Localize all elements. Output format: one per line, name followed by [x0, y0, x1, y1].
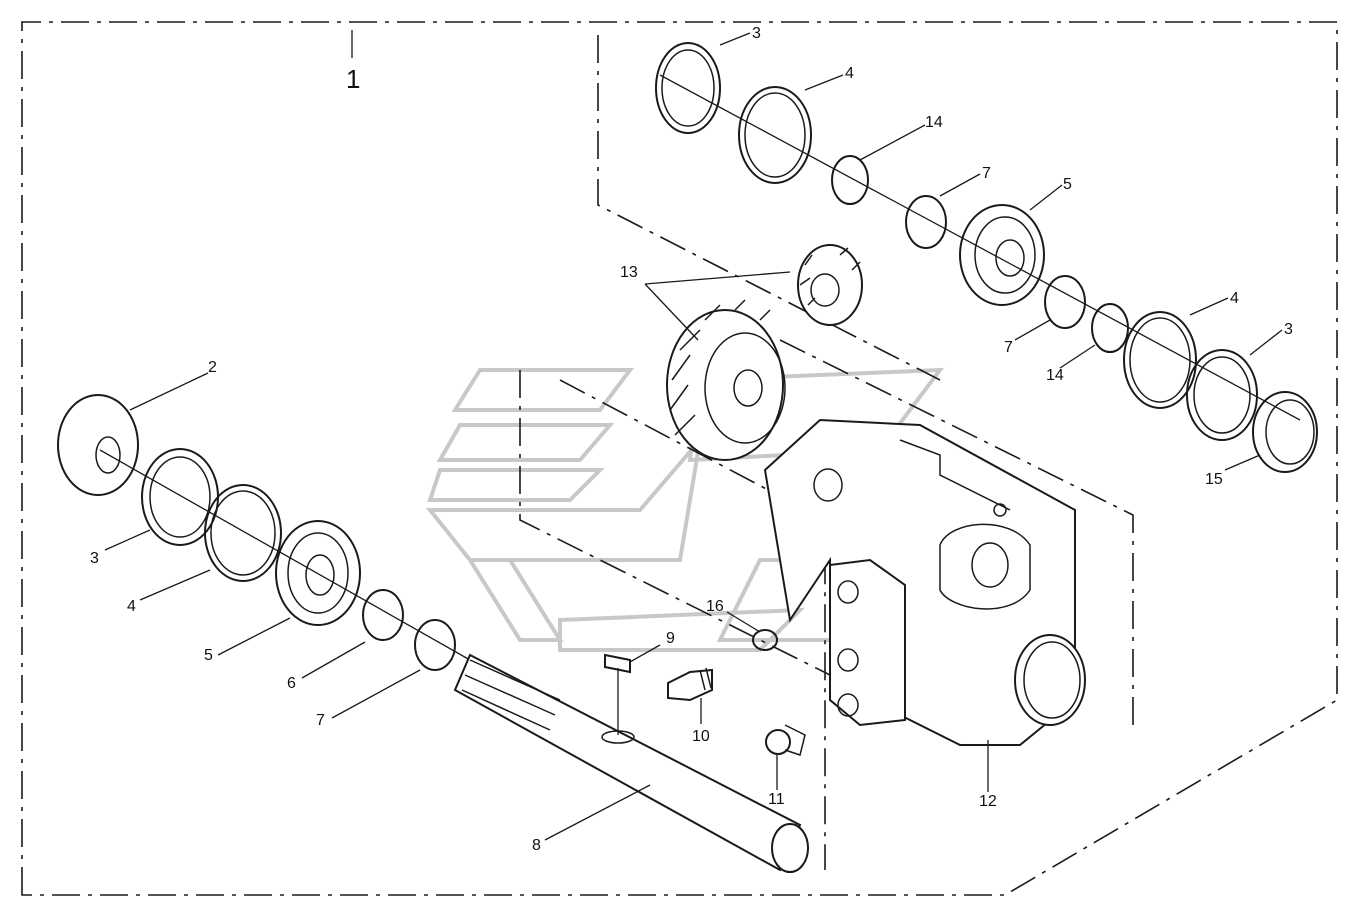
callout-13: 13 — [620, 264, 638, 281]
right-stack-axis — [659, 74, 1301, 421]
shim-ring-7-left — [414, 619, 456, 671]
callout-3-left: 3 — [90, 550, 99, 567]
bevel-gear-13-small — [797, 244, 863, 326]
callout-5-left: 5 — [204, 647, 213, 664]
shim-ring-4-top — [738, 86, 812, 184]
assembly-boundary — [21, 21, 1338, 896]
callout-12: 12 — [979, 793, 997, 810]
callout-4-top: 4 — [845, 65, 854, 82]
shim-ring-7-right — [1044, 275, 1086, 329]
callout-7-left: 7 — [316, 712, 325, 729]
seal-ring-16 — [752, 629, 778, 651]
callout-4-left: 4 — [127, 598, 136, 615]
drain-plug-11 — [765, 724, 806, 756]
bearing-5-right — [959, 204, 1045, 306]
callout-14-right: 14 — [1046, 367, 1064, 384]
callout-16: 16 — [706, 598, 724, 615]
left-stack-axis — [99, 449, 471, 661]
key-9 — [604, 653, 631, 735]
callout-8: 8 — [532, 837, 541, 854]
callout-6: 6 — [287, 675, 296, 692]
callout-10: 10 — [692, 728, 710, 745]
callout-leaders — [104, 32, 1283, 841]
group-number-label: 1 — [346, 64, 360, 94]
breather-plug-10 — [667, 667, 713, 702]
circlip-3-left — [141, 448, 219, 546]
circlip-3-right — [1186, 349, 1258, 441]
circlip-3-top — [655, 42, 721, 134]
callout-15: 15 — [1205, 471, 1223, 488]
gearbox-housing-12 — [763, 418, 1086, 746]
callout-7-top: 7 — [982, 165, 991, 182]
callout-3-right: 3 — [1284, 321, 1293, 338]
shim-ring-4-right — [1123, 311, 1197, 409]
input-shaft-8 — [453, 653, 809, 873]
callout-11: 11 — [768, 791, 785, 808]
shim-ring-4-left — [204, 484, 282, 582]
shim-ring-7-top — [905, 195, 947, 249]
callout-4-right: 4 — [1230, 290, 1239, 307]
circlip-14-top — [831, 155, 869, 205]
callout-9: 9 — [666, 630, 675, 647]
seal-ring-2 — [57, 394, 139, 496]
callout-7-right: 7 — [1004, 339, 1013, 356]
callout-3-top: 3 — [752, 25, 761, 42]
seal-cap-15 — [1252, 391, 1318, 473]
bevel-gear-13-large — [666, 299, 786, 461]
callout-14-top: 14 — [925, 114, 943, 131]
callout-5-right: 5 — [1063, 176, 1072, 193]
circlip-6 — [362, 589, 404, 641]
callout-2: 2 — [208, 359, 217, 376]
